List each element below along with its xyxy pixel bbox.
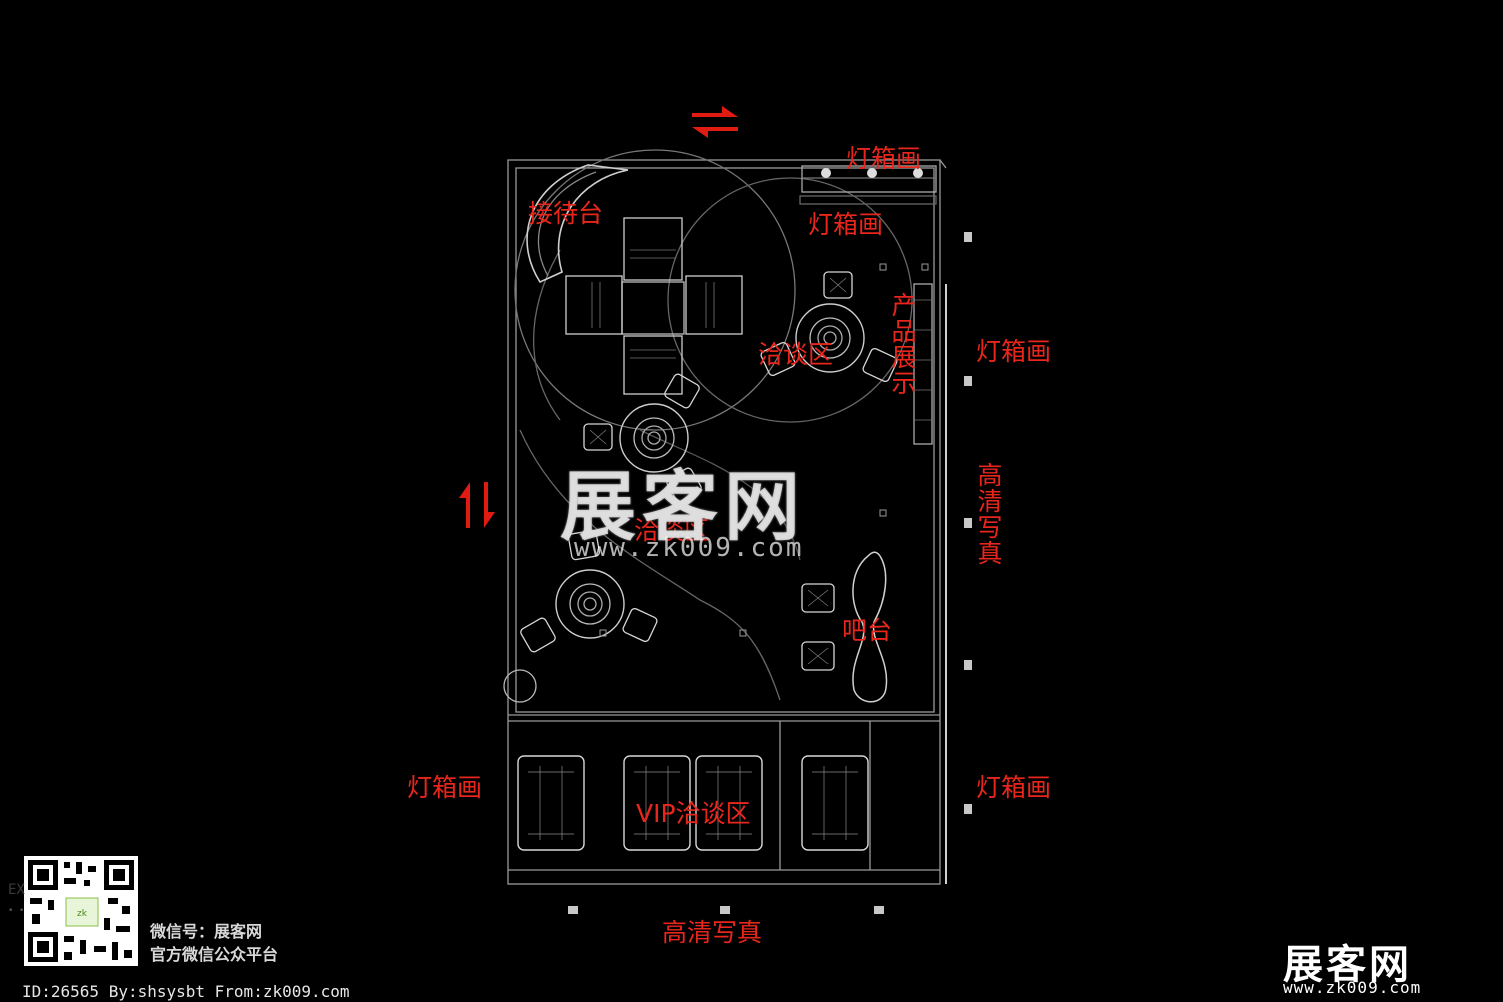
traffic-arrow-vertical: [459, 482, 470, 528]
round-table: [555, 569, 625, 639]
vip-sofa: [517, 755, 585, 851]
booth-outline: [507, 159, 941, 885]
chair: [666, 467, 702, 503]
vip-sofa: [695, 755, 763, 851]
label-lightbox: 灯箱画: [846, 144, 922, 173]
label-hd-photo: 高清写真: [974, 462, 1003, 566]
chair: [583, 423, 613, 451]
floor-circle-upper: [514, 149, 796, 431]
bar-counter: [852, 551, 888, 703]
label-lightbox: 灯箱画: [808, 210, 884, 239]
svg-text:zk: zk: [77, 909, 88, 919]
label-reception: 接待台: [528, 199, 604, 228]
label-product-display: 产品展示: [888, 292, 917, 396]
chair: [760, 341, 796, 377]
spotlight: [964, 804, 972, 814]
vip-sofa: [623, 755, 691, 851]
traffic-arrow-horizontal: [692, 106, 738, 117]
spotlight: [964, 376, 972, 386]
round-table: [619, 403, 689, 473]
label-bar: 吧台: [842, 616, 893, 645]
display-unit: [623, 217, 683, 281]
chair: [823, 271, 853, 299]
floor-circle-right: [667, 177, 913, 423]
chair: [567, 529, 601, 561]
label-negotiation-area: 洽谈区: [758, 340, 834, 369]
chair: [862, 347, 898, 383]
label-lightbox: 灯箱画: [407, 773, 483, 802]
spotlight: [568, 906, 578, 914]
brand-logo: 展客网: [1283, 942, 1412, 988]
label-lightbox: 灯箱画: [976, 337, 1052, 366]
wechat-platform: 官方微信公众平台: [150, 945, 279, 964]
qr-code: zk: [24, 856, 138, 966]
spotlight: [964, 232, 972, 242]
spotlight: [964, 518, 972, 528]
chair: [664, 373, 700, 409]
chair: [520, 617, 556, 653]
label-lightbox: 灯箱画: [976, 773, 1052, 802]
chair: [622, 607, 658, 643]
round-table: [795, 303, 865, 373]
footer-info: ID:26565 By:shsysbt From:zk009.com: [22, 982, 350, 1001]
label-vip-negotiation: VIP洽谈区: [636, 799, 751, 828]
label-negotiation-area: 洽谈区: [634, 516, 710, 545]
plant: [503, 669, 537, 703]
reception-desk: [526, 164, 629, 284]
bar-stool: [801, 641, 835, 671]
spotlight: [874, 906, 884, 914]
wechat-account: 微信号：展客网: [150, 922, 263, 941]
label-hd-photo: 高清写真: [662, 918, 763, 947]
booth-inner-outline: [515, 167, 935, 713]
spotlight: [720, 906, 730, 914]
bar-stool: [801, 583, 835, 613]
spotlight: [964, 660, 972, 670]
vip-sofa: [801, 755, 869, 851]
watermark-brand: 展客网: [560, 462, 806, 551]
brand-url: www.zk009.com: [1283, 978, 1422, 997]
watermark-url: www.zk009.com: [574, 533, 804, 563]
